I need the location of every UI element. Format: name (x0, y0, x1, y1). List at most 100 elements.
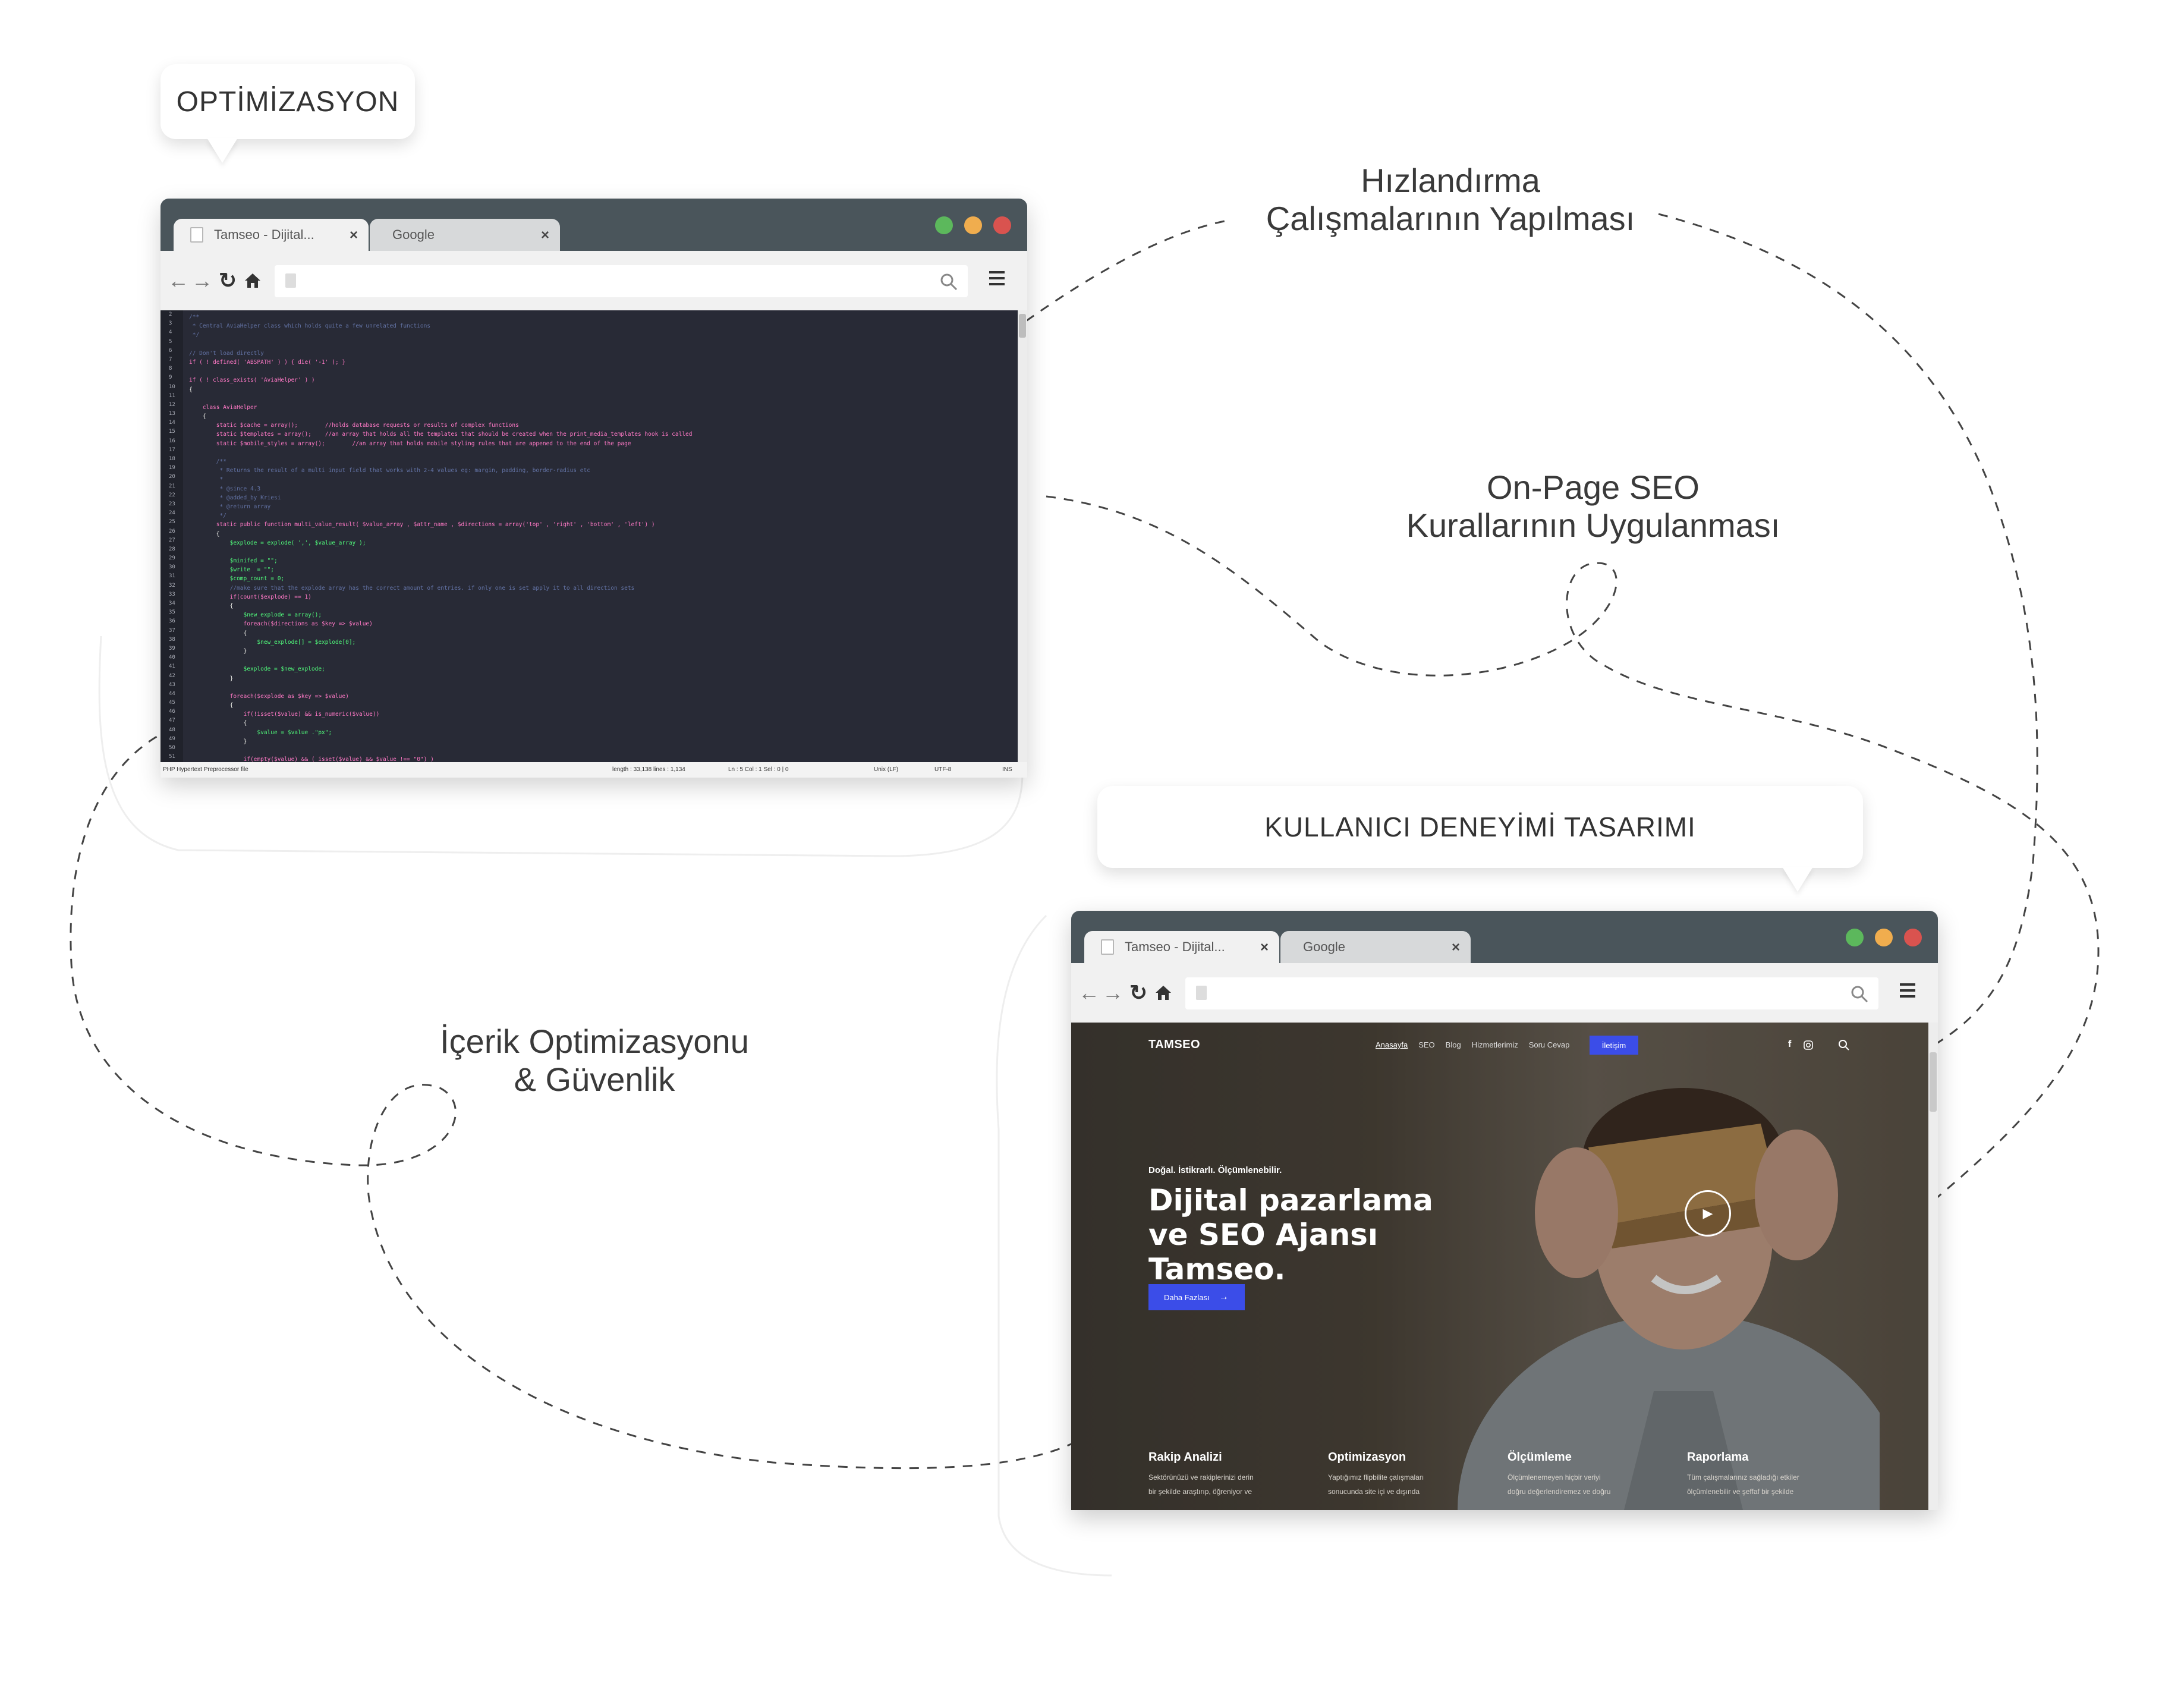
browser-window-site: Tamseo - Dijital... × Google × ← → ↻ (1071, 911, 1938, 1510)
tab-google[interactable]: Google × (370, 219, 560, 251)
nav-item-services[interactable]: Hizmetlerimiz (1471, 1040, 1518, 1049)
feature-title: Optimizasyon (1328, 1451, 1406, 1464)
hamburger-menu-icon[interactable] (1900, 983, 1915, 1001)
nav-item-seo[interactable]: SEO (1418, 1040, 1435, 1049)
play-video-button[interactable]: ▶ (1685, 1190, 1731, 1237)
caption-onpage: On-Page SEO Kurallarının Uygulanması (1367, 468, 1819, 545)
facebook-icon[interactable]: f (1788, 1039, 1792, 1049)
tab-google[interactable]: Google × (1280, 931, 1471, 963)
line-number: 49 (169, 735, 175, 742)
scrollbar-thumb[interactable] (1019, 314, 1026, 338)
code-area[interactable]: /** * Central AviaHelper class which hol… (189, 313, 1014, 762)
feature-desc-line: sonucunda site içi ve dışında (1328, 1487, 1420, 1496)
hamburger-menu-icon[interactable] (989, 271, 1005, 289)
site-scrollbar[interactable] (1928, 1023, 1938, 1510)
tab-label: Tamseo - Dijital... (214, 227, 314, 242)
line-number: 51 (169, 754, 175, 760)
forward-arrow-icon[interactable]: → (191, 268, 213, 292)
site-nav: Anasayfa SEO Blog Hizmetlerimiz Soru Cev… (1376, 1040, 1569, 1049)
line-number: 33 (169, 591, 175, 597)
address-bar[interactable] (275, 265, 968, 297)
close-tab-icon[interactable]: × (1260, 939, 1269, 955)
code-line: static $cache = array(); //holds databas… (189, 422, 519, 429)
back-arrow-icon[interactable]: ← (168, 268, 189, 292)
window-minimize-dot[interactable] (1875, 929, 1893, 946)
dashed-path-top-right (1658, 213, 2038, 1048)
code-line: static $templates = array(); //an array … (189, 431, 693, 438)
site-logo[interactable]: TAMSEO (1148, 1038, 1201, 1051)
callout-ux-tail (1782, 867, 1813, 892)
nav-item-home[interactable]: Anasayfa (1376, 1040, 1408, 1049)
close-tab-icon[interactable]: × (540, 227, 549, 243)
code-line: if ( ! class_exists( 'AviaHelper' ) ) (189, 377, 315, 384)
page-icon (1196, 986, 1207, 1000)
feature-desc-line: Sektörünüzü ve rakiplerinizi derin (1148, 1473, 1254, 1481)
line-number: 21 (169, 483, 175, 489)
hero-eyebrow: Doğal. İstikrarlı. Ölçümlenebilir. (1148, 1165, 1282, 1175)
scrollbar-thumb[interactable] (1930, 1052, 1937, 1112)
status-position: Ln : 5 Col : 1 Sel : 0 | 0 (728, 766, 789, 773)
caption-speed-line1: Hızlandırma (1361, 162, 1540, 199)
code-line: { (189, 702, 234, 709)
window-minimize-dot[interactable] (964, 216, 982, 234)
line-number: 16 (169, 438, 175, 444)
window-close-dot[interactable] (993, 216, 1011, 234)
code-line: class AviaHelper (189, 404, 257, 411)
window-maximize-dot[interactable] (1846, 929, 1864, 946)
close-tab-icon[interactable]: × (349, 227, 358, 243)
window-maximize-dot[interactable] (935, 216, 953, 234)
line-number: 10 (169, 383, 175, 390)
tab-tamseo[interactable]: Tamseo - Dijital... × (1084, 931, 1279, 963)
tab-bar: Tamseo - Dijital... × Google × (161, 199, 1027, 251)
nav-item-faq[interactable]: Soru Cevap (1528, 1040, 1570, 1049)
close-tab-icon[interactable]: × (1451, 939, 1460, 955)
home-icon[interactable] (1154, 984, 1172, 1001)
line-number: 36 (169, 618, 175, 625)
feature-optimization: Optimizasyon Yaptığımız flipbilite çalış… (1328, 1451, 1477, 1499)
search-icon[interactable] (1850, 984, 1869, 1004)
callout-ux-text: KULLANICI DENEYİMİ TASARIMI (1264, 811, 1696, 842)
line-number: 34 (169, 600, 175, 606)
window-close-dot[interactable] (1904, 929, 1922, 946)
code-line: $write = ""; (189, 567, 274, 574)
nav-contact-button[interactable]: İletişim (1590, 1036, 1638, 1055)
forward-arrow-icon[interactable]: → (1102, 980, 1124, 1005)
site-search-icon[interactable] (1838, 1039, 1850, 1051)
more-button-label: Daha Fazlası (1164, 1292, 1210, 1302)
code-line: * @added_by Kriesi (189, 494, 281, 501)
reload-icon[interactable]: ↻ (1129, 980, 1148, 1005)
address-bar[interactable] (1185, 977, 1878, 1009)
more-button[interactable]: Daha Fazlası → (1148, 1284, 1245, 1310)
code-line (189, 683, 1014, 692)
code-line: * Central AviaHelper class which holds q… (189, 323, 431, 330)
line-number: 47 (169, 718, 175, 724)
tab-label: Google (1303, 939, 1345, 954)
reload-icon[interactable]: ↻ (219, 268, 237, 292)
status-mode: INS (1002, 766, 1012, 773)
line-number: 39 (169, 645, 175, 652)
tab-label: Tamseo - Dijital... (1125, 939, 1225, 954)
code-line: $explode = explode( ',', $value_array ); (189, 539, 366, 546)
line-number: 22 (169, 492, 175, 498)
hero-headline: Dijital pazarlama ve SEO Ajansı Tamseo. (1148, 1183, 1433, 1286)
website-hero: TAMSEO Anasayfa SEO Blog Hizmetlerimiz S… (1071, 1023, 1938, 1510)
instagram-icon[interactable] (1804, 1040, 1813, 1050)
search-icon[interactable] (939, 272, 958, 291)
callout-optimization-tail (207, 138, 238, 163)
back-arrow-icon[interactable]: ← (1078, 980, 1100, 1005)
editor-scrollbar[interactable] (1018, 310, 1027, 762)
tab-tamseo[interactable]: Tamseo - Dijital... × (174, 219, 369, 251)
nav-item-blog[interactable]: Blog (1445, 1040, 1461, 1049)
caption-content: İçerik Optimizasyonu & Güvenlik (369, 1023, 820, 1099)
home-icon[interactable] (244, 272, 262, 289)
line-number: 20 (169, 474, 175, 480)
callout-ux: KULLANICI DENEYİMİ TASARIMI (1097, 786, 1863, 868)
line-number: 32 (169, 582, 175, 589)
code-line (189, 340, 1014, 349)
hero-overlay (1071, 1023, 1938, 1510)
code-line: { (189, 530, 220, 537)
